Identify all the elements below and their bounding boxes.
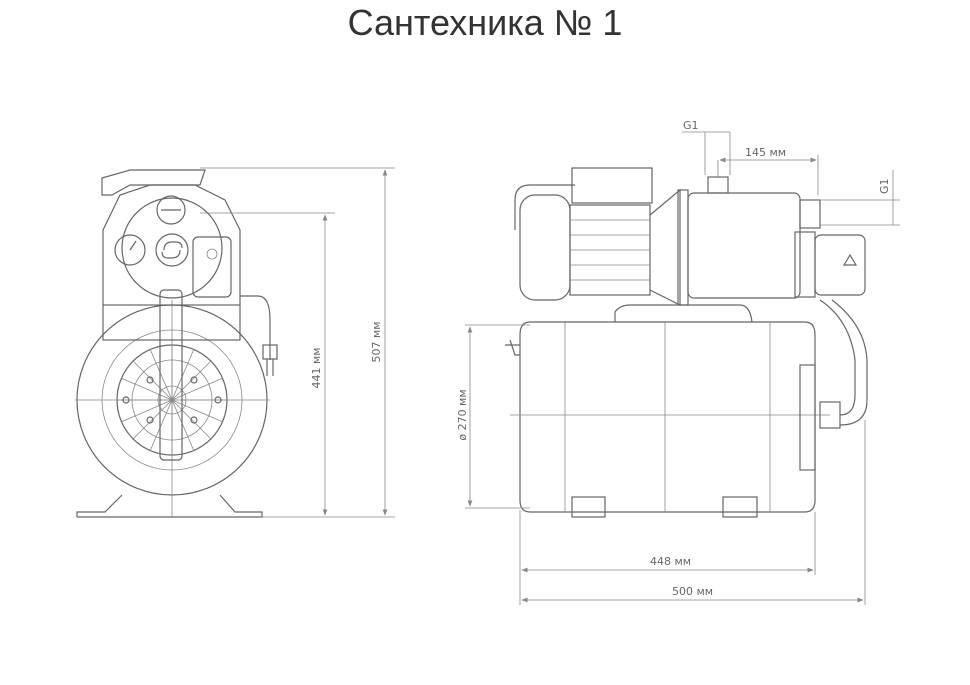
front-view-drawing: [75, 169, 278, 518]
side-view-drawing: [505, 167, 868, 518]
dimension-441: 441 мм: [310, 347, 323, 388]
dimension-145: 145 мм: [745, 146, 786, 159]
dimension-g1-side: G1: [878, 178, 891, 194]
dimension-tank-diameter: ø 270 мм: [456, 389, 469, 440]
dimension-507: 507 мм: [370, 321, 383, 362]
side-dimensions: G1 145 мм G1 ø 270 мм 448 мм 500 мм: [456, 119, 900, 605]
dimension-448: 448 мм: [650, 555, 691, 568]
front-dimensions: 441 мм 507 мм: [200, 167, 395, 518]
dimension-g1-top: G1: [683, 119, 699, 132]
dimension-500: 500 мм: [672, 585, 713, 598]
page-title: Сантехника № 1: [347, 2, 623, 43]
